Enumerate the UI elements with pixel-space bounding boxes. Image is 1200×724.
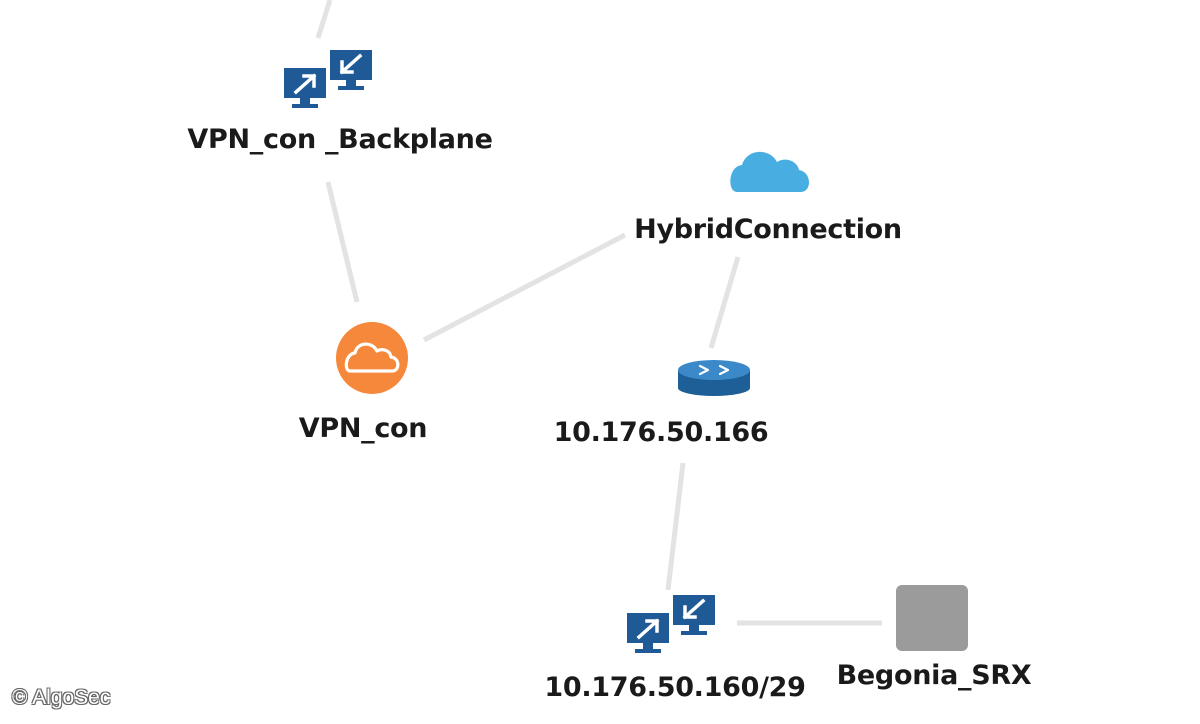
edge-vpncon-to-hybrid (422, 232, 627, 343)
node-label-router: 10.176.50.166 (553, 417, 769, 448)
cloud-icon[interactable] (730, 151, 810, 192)
vpn-tunnel-icon[interactable] (625, 593, 717, 655)
orange-cloud-icon[interactable] (336, 322, 408, 394)
router-icon[interactable] (678, 360, 750, 396)
vpn-tunnel-icon[interactable] (282, 48, 374, 110)
edge-hybrid-to-router (708, 256, 741, 349)
edge-top-to-backplane (315, 0, 333, 39)
copyright-watermark: © AlgoSec (12, 686, 111, 709)
edge-router-to-subnet (665, 462, 686, 591)
node-label-vpn-backplane: VPN_con _Backplane (187, 124, 493, 155)
node-label-begonia-srx: Begonia_SRX (836, 660, 1032, 691)
device-square-icon[interactable] (896, 585, 968, 651)
edge-backplane-to-vpncon (325, 181, 360, 303)
node-label-vpn-con: VPN_con (298, 413, 428, 444)
node-label-hybrid-connection: HybridConnection (634, 214, 902, 245)
node-label-subnet: 10.176.50.160/29 (544, 672, 806, 703)
